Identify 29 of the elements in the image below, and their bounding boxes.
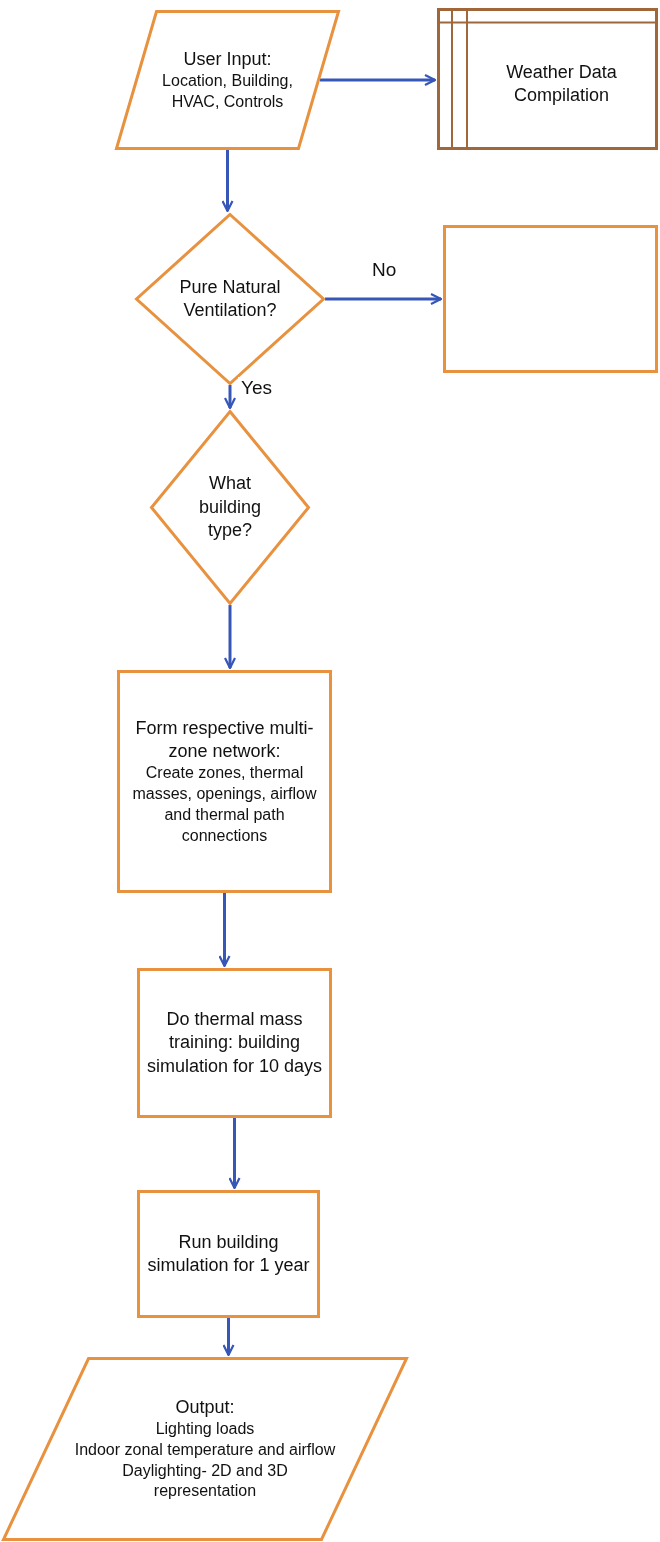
process-box [117,670,332,893]
node-detail-text: Lighting loads [155,1419,255,1440]
node-text: Output: [175,1395,235,1419]
node-detail-text: Location, Building, HVAC, Controls [161,70,294,112]
node-detail-text: Create zones, thermal masses, openings, airflow and thermal path connections [131,763,318,846]
node-text: Run building simulation for 1 year [146,1230,311,1277]
arrow [325,292,443,306]
process-box [137,968,332,1118]
arrow [223,385,237,410]
arrow [221,150,234,213]
arrow [228,1118,241,1190]
process-box [437,8,658,150]
arrow [320,73,437,87]
decision-diamond [150,410,310,605]
data-parallelogram [115,10,340,150]
arrow [222,1318,235,1357]
process-box [443,225,658,373]
node-text: What building type? [197,472,263,543]
process-box [137,1190,320,1318]
arrow [223,605,237,670]
node-text: Do thermal mass training: building simulation for 10 days [145,1007,324,1078]
node-detail-text: Daylighting- 2D and 3D representation [121,1460,289,1502]
node-text: Form respective multi-zone network: [134,716,315,763]
data-parallelogram [2,1357,408,1541]
node-text: Weather Data Compilation [505,60,618,107]
node-detail-text: Indoor zonal temperature and airflow [74,1439,336,1460]
node-text: Pure Natural Ventilation? [178,275,282,322]
arrow [218,893,231,968]
node-text: User Input: [183,47,272,71]
